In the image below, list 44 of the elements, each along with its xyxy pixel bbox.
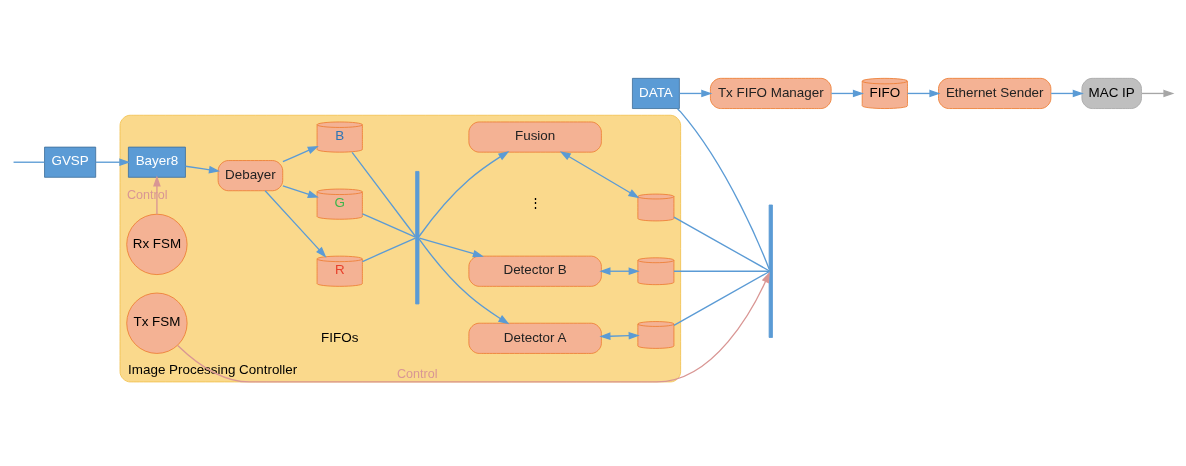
arrow [1141,89,1175,97]
connector [676,107,770,269]
edge-label: Control [127,187,168,202]
arrow [184,165,221,174]
arrow [679,89,713,97]
node-box: MAC IP [1081,77,1142,109]
node-box: Bayer8 [128,146,186,178]
node-box: Detector B [468,255,602,287]
edge-label: Control [397,366,438,381]
arrow [282,145,319,162]
label: ⋮ [528,194,542,210]
arrow [153,174,161,215]
node-bar [415,170,420,304]
arrow [95,157,131,166]
connector [673,270,770,272]
label: FIFOs [321,329,359,345]
node-circle: Rx FSM [126,213,188,275]
arrow [282,184,319,198]
connector [361,212,417,238]
arrow [906,89,941,97]
node-box: DATA [632,77,680,109]
node-box: Ethernet Sender [938,77,1052,109]
arrow [264,189,327,258]
node-box: Detector A [468,322,602,354]
node-circle: Tx FSM [126,292,188,354]
node-box: Debayer [217,159,284,191]
connector [351,151,417,237]
node-box: GVSP [44,146,97,178]
connector [361,237,417,262]
arrow [1050,89,1084,97]
arrow [559,150,640,198]
connector [12,161,45,163]
node-box: Tx FIFO Manager [710,77,832,109]
arrow [599,266,640,275]
node-box: Fusion [468,121,602,153]
connector [673,216,770,271]
arrow [418,236,484,257]
node-bar [768,204,773,338]
arrow [830,89,864,97]
arrow [418,150,510,237]
connector [673,270,770,326]
arrow [177,271,770,383]
arrow [599,331,640,340]
arrow [418,237,510,324]
